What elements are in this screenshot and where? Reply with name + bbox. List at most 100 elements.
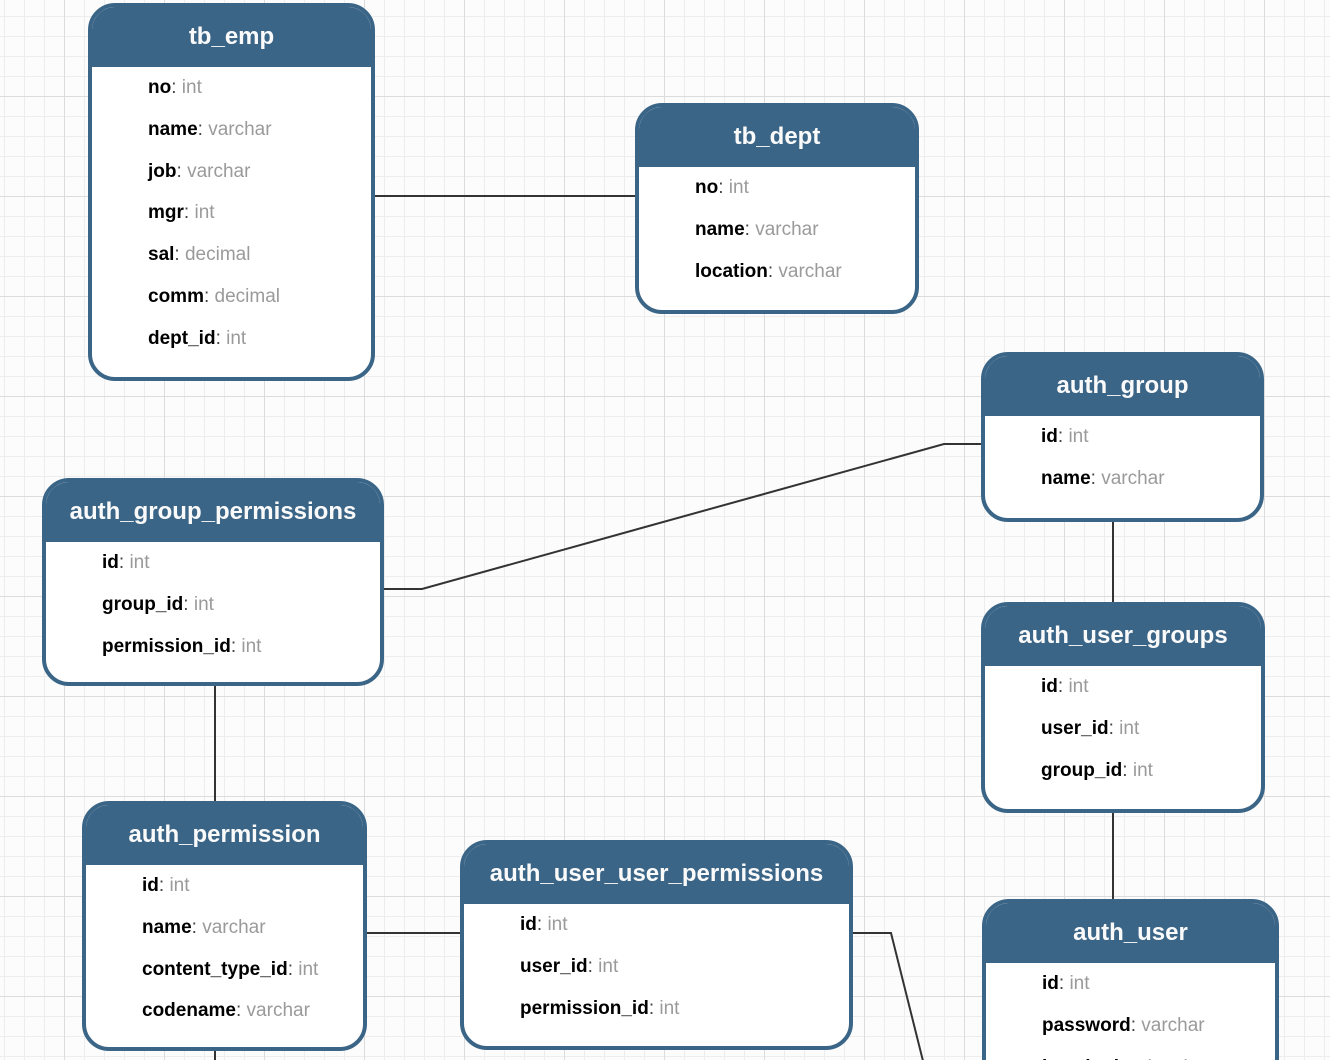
table-body: id: int name: varchar content_type_id: i…: [86, 865, 363, 1032]
field-row: permission_id: int: [464, 988, 849, 1030]
field-name: id: [1041, 676, 1058, 697]
table-body: id: int user_id: int group_id: int: [985, 666, 1261, 791]
field-row: id: int: [985, 666, 1261, 708]
field-name: id: [1042, 973, 1059, 994]
field-type: varchar: [208, 118, 272, 140]
field-separator: :: [174, 244, 185, 266]
field-row: id: int: [464, 904, 849, 946]
field-row: no: int: [92, 67, 371, 109]
field-row: location: varchar: [639, 251, 915, 293]
field-separator: :: [287, 958, 299, 980]
field-row: user_id: int: [464, 946, 849, 988]
field-name: mgr: [148, 202, 184, 224]
table-body: id: int password: varchar last_login: da…: [986, 963, 1275, 1060]
field-separator: :: [230, 635, 242, 657]
field-row: group_id: int: [985, 750, 1261, 792]
field-separator: :: [171, 77, 182, 98]
field-separator: :: [118, 552, 130, 573]
field-type: int: [1119, 717, 1140, 739]
field-name: id: [520, 914, 537, 935]
table-auth-user-groups[interactable]: auth_user_groups id: int user_id: int gr…: [981, 602, 1265, 813]
field-type: varchar: [1141, 1014, 1205, 1036]
field-name: name: [695, 218, 745, 240]
field-row: name: varchar: [92, 109, 371, 151]
table-auth-group[interactable]: auth_group id: int name: varchar: [981, 352, 1264, 522]
field-name: password: [1042, 1014, 1131, 1036]
field-name: name: [1041, 467, 1091, 489]
field-name: permission_id: [102, 635, 231, 657]
field-separator: :: [1131, 1057, 1142, 1060]
field-type: varchar: [246, 1000, 310, 1022]
field-name: location: [695, 260, 768, 282]
table-title: auth_group_permissions: [46, 482, 380, 542]
field-name: name: [148, 118, 198, 140]
table-body: no: int name: varchar job: varchar mgr: …: [92, 67, 371, 360]
field-row: comm: decimal: [92, 276, 371, 318]
field-name: group_id: [102, 593, 184, 615]
field-type: varchar: [778, 260, 842, 282]
field-type: int: [226, 327, 247, 349]
field-type: varchar: [1101, 467, 1165, 489]
table-title: auth_user_user_permissions: [464, 844, 849, 904]
field-name: group_id: [1041, 759, 1123, 781]
field-row: user_id: int: [985, 708, 1261, 750]
field-row: id: int: [986, 963, 1275, 1005]
field-type: int: [241, 635, 262, 657]
field-name: permission_id: [520, 997, 649, 1019]
field-separator: :: [1108, 717, 1120, 739]
field-row: group_id: int: [46, 584, 380, 626]
field-type: int: [728, 177, 749, 198]
field-row: password: varchar: [986, 1005, 1275, 1047]
field-type: varchar: [187, 160, 251, 182]
field-name: dept_id: [148, 327, 216, 349]
field-separator: :: [158, 875, 170, 896]
table-tb-dept[interactable]: tb_dept no: int name: varchar location: …: [635, 103, 919, 314]
field-type: int: [181, 77, 202, 98]
field-row: name: varchar: [985, 458, 1260, 500]
field-type: int: [598, 955, 619, 977]
field-row: name: varchar: [639, 209, 915, 251]
field-separator: :: [744, 218, 756, 240]
field-name: content_type_id: [142, 958, 288, 980]
field-type: int: [1068, 426, 1089, 447]
field-name: last_login: [1042, 1057, 1131, 1060]
connector-auth_user_user_permissions-offscreen: [853, 932, 924, 1060]
field-type: varchar: [202, 916, 266, 938]
table-tb-emp[interactable]: tb_emp no: int name: varchar job: varcha…: [88, 3, 375, 381]
field-separator: :: [191, 916, 203, 938]
table-auth-group-permissions[interactable]: auth_group_permissions id: int group_id:…: [42, 478, 384, 686]
table-title: auth_user: [986, 903, 1275, 963]
field-separator: :: [183, 593, 194, 615]
field-name: name: [142, 916, 192, 938]
field-row: dept_id: int: [92, 318, 371, 360]
field-name: id: [102, 552, 119, 573]
field-type: datetime: [1141, 1057, 1214, 1060]
table-title: tb_dept: [639, 107, 915, 167]
table-auth-permission[interactable]: auth_permission id: int name: varchar co…: [82, 801, 367, 1051]
field-name: id: [1041, 426, 1058, 447]
field-name: id: [142, 875, 159, 896]
field-separator: :: [197, 118, 209, 140]
field-type: int: [129, 552, 150, 573]
field-separator: :: [767, 260, 779, 282]
field-name: codename: [142, 1000, 236, 1022]
field-separator: :: [183, 202, 195, 224]
field-row: job: varchar: [92, 151, 371, 193]
field-row: id: int: [86, 865, 363, 907]
field-separator: :: [648, 997, 660, 1019]
field-type: decimal: [184, 244, 251, 266]
field-row: no: int: [639, 167, 915, 209]
field-separator: :: [1057, 676, 1069, 697]
field-row: sal: decimal: [92, 234, 371, 276]
table-auth-user-user-permissions[interactable]: auth_user_user_permissions id: int user_…: [460, 840, 853, 1050]
field-row: codename: varchar: [86, 990, 363, 1032]
field-row: content_type_id: int: [86, 949, 363, 991]
field-separator: :: [176, 160, 188, 182]
table-auth-user[interactable]: auth_user id: int password: varchar last…: [982, 899, 1279, 1060]
field-type: int: [193, 593, 214, 615]
field-name: user_id: [1041, 717, 1109, 739]
field-type: int: [1068, 676, 1089, 697]
field-separator: :: [718, 177, 729, 198]
field-separator: :: [203, 285, 215, 307]
field-type: decimal: [214, 285, 281, 307]
